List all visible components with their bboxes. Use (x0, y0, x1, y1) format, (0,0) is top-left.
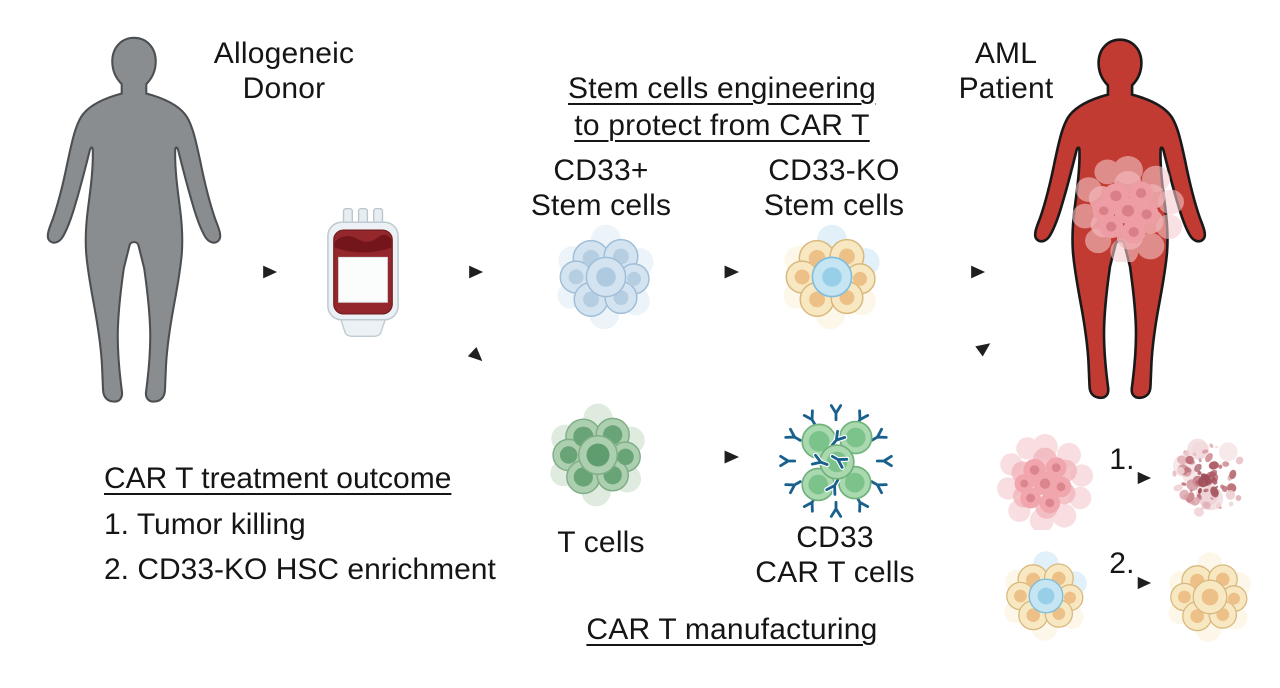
cd33-positive-stem-cells-icon (556, 223, 655, 331)
step-1-label: 1. (1109, 443, 1135, 476)
blood-bag-icon (327, 207, 399, 338)
arrow-stem-to-patient (934, 265, 986, 279)
arrow-cart-to-patient (948, 343, 991, 374)
cd33-ko-label: CD33-KO Stem cells (763, 154, 905, 222)
enriched-hsc-cluster-icon (1167, 551, 1252, 643)
cd33-ko-stem-cells-icon (782, 223, 881, 331)
donor-label: Allogeneic Donor (213, 37, 355, 105)
arrow-donor-to-bag (226, 265, 278, 279)
car-t-cells-icon (775, 400, 897, 522)
outcome-item-2: 2. CD33-KO HSC enrichment (104, 553, 496, 586)
arrow-bag-to-stem-cells (432, 265, 484, 279)
treatment-outcome-header: CAR T treatment outcome (104, 462, 452, 495)
stem-engineering-header: Stem cells engineering to protect from C… (568, 72, 876, 142)
mixed-hsc-cluster-icon (1003, 550, 1088, 642)
arrow-bag-to-t-cells (444, 325, 483, 362)
patient-label: AML Patient (958, 37, 1054, 105)
tumor-mass-icon (997, 434, 1093, 530)
step-2-label: 2. (1109, 547, 1135, 580)
arrow-hsc-enrichment (1102, 576, 1152, 590)
arrow-tcells-to-cart (686, 450, 740, 464)
car-t-cells-label: CD33 CAR T cells (755, 521, 915, 589)
t-cells-label: T cells (557, 526, 645, 559)
treatment-outcome-block: CAR T treatment outcome 1. Tumor killing… (104, 462, 504, 586)
arrow-tumor-killing (1102, 471, 1152, 485)
cd33-positive-label: CD33+ Stem cells (530, 154, 672, 222)
t-cells-icon (549, 402, 646, 508)
outcome-item-1: 1. Tumor killing (104, 508, 306, 541)
car-t-manufacturing-header: CAR T manufacturing (586, 613, 878, 646)
patient-tumor-icon (1072, 156, 1184, 262)
arrow-cd33pos-to-cd33ko (686, 265, 740, 279)
killed-tumor-debris-icon (1172, 438, 1244, 517)
